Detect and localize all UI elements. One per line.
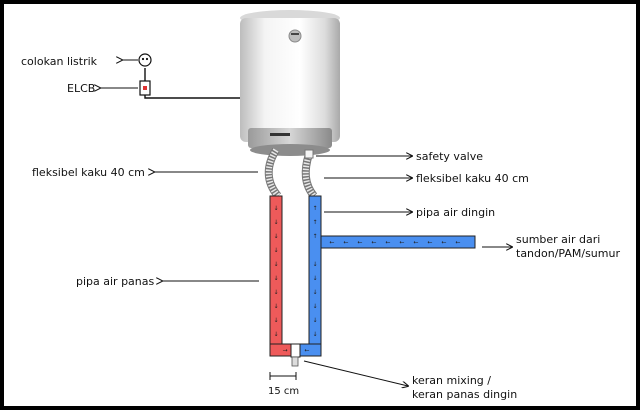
- svg-text:↓: ↓: [312, 331, 317, 338]
- svg-text:←: ←: [455, 239, 460, 246]
- svg-text:←: ←: [399, 239, 404, 246]
- power-cable: [144, 54, 240, 99]
- power-plug-label: colokan listrik: [21, 55, 98, 68]
- water-source-label-line2: tandon/PAM/sumur: [516, 247, 620, 260]
- flexible-hose-left-label: fleksibel kaku 40 cm: [32, 166, 145, 179]
- water-source-label-line1: sumber air dari: [516, 233, 601, 246]
- flexible-hose-right: [301, 152, 318, 199]
- svg-text:→: →: [282, 347, 287, 354]
- width-dimension-marker: [269, 372, 297, 380]
- svg-text:←: ←: [441, 239, 446, 246]
- thermostat-knob-icon: [288, 29, 302, 43]
- flexible-hose-left: [264, 147, 282, 199]
- svg-text:←: ←: [427, 239, 432, 246]
- svg-text:↓: ↓: [273, 205, 278, 212]
- svg-text:↓: ↓: [273, 261, 278, 268]
- svg-text:↓: ↓: [273, 331, 278, 338]
- svg-text:←: ←: [343, 239, 348, 246]
- flexible-hose-right-label: fleksibel kaku 40 cm: [416, 172, 529, 185]
- cold-water-pipe: ↑ ↑ ↑ ↓ ↓ ↓ ↓ ↓ ↓ ← ← ← ← ← ← ← ← ← ← ←: [299, 195, 476, 357]
- width-dimension-label: 15 cm: [268, 386, 300, 397]
- svg-text:↑: ↑: [312, 219, 317, 226]
- svg-text:↓: ↓: [273, 275, 278, 282]
- svg-text:←: ←: [357, 239, 362, 246]
- svg-text:↓: ↓: [312, 289, 317, 296]
- svg-text:↓: ↓: [273, 303, 278, 310]
- svg-text:←: ←: [371, 239, 376, 246]
- diagram-canvas: ↓ ↓ ↓ ↓ ↓ ↓ ↓ ↓ ↓ ↓ → ↑ ↑ ↑ ↓ ↓ ↓ ↓ ↓ ↓ ← ← ← ← ← ← ← ← ← ←…: [4, 4, 636, 406]
- svg-text:↓: ↓: [273, 219, 278, 226]
- hot-pipe-label: pipa air panas: [76, 275, 155, 288]
- hot-water-pipe: ↓ ↓ ↓ ↓ ↓ ↓ ↓ ↓ ↓ ↓ →: [269, 195, 293, 357]
- cold-pipe-label: pipa air dingin: [416, 206, 496, 219]
- svg-text:↓: ↓: [312, 303, 317, 310]
- svg-text:↓: ↓: [312, 275, 317, 282]
- mixing-tap-label-line1: keran mixing /: [412, 374, 491, 387]
- brand-logo-icon: [270, 133, 290, 136]
- svg-text:↑: ↑: [312, 233, 317, 240]
- water-heater-tank: [240, 10, 340, 156]
- elcb-icon: [139, 80, 151, 96]
- svg-text:←: ←: [304, 347, 309, 354]
- svg-text:↓: ↓: [312, 261, 317, 268]
- mixing-tap-icon: [290, 343, 301, 367]
- power-plug-icon: [138, 53, 152, 67]
- svg-text:↓: ↓: [273, 247, 278, 254]
- safety-valve-icon: [304, 149, 314, 159]
- svg-text:←: ←: [385, 239, 390, 246]
- mixing-tap-label-line2: keran panas dingin: [412, 388, 518, 401]
- svg-text:↓: ↓: [273, 317, 278, 324]
- svg-text:↓: ↓: [312, 317, 317, 324]
- installation-diagram: ↓ ↓ ↓ ↓ ↓ ↓ ↓ ↓ ↓ ↓ → ↑ ↑ ↑ ↓ ↓ ↓ ↓ ↓ ↓ ← ← ← ← ← ← ← ← ← ←…: [4, 10, 636, 406]
- elcb-label: ELCB: [67, 82, 96, 95]
- svg-text:←: ←: [329, 239, 334, 246]
- svg-text:↓: ↓: [273, 289, 278, 296]
- svg-text:↓: ↓: [273, 233, 278, 240]
- safety-valve-label: safety valve: [416, 150, 484, 163]
- svg-text:←: ←: [413, 239, 418, 246]
- callout-lines: [100, 60, 512, 386]
- svg-text:↑: ↑: [312, 205, 317, 212]
